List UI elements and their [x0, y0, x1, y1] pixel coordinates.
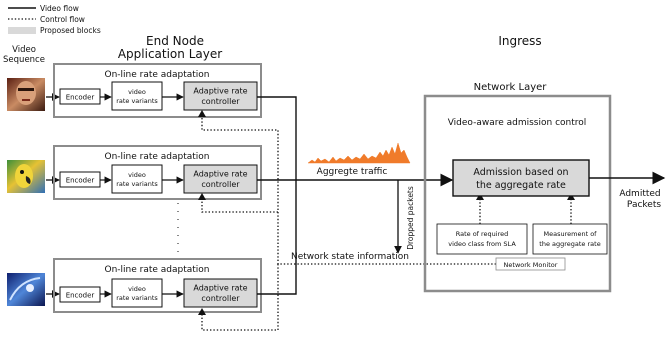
- variants-label-line2: rate variants: [116, 294, 158, 302]
- encoder-label: Encoder: [66, 292, 95, 300]
- network-monitor-box: [495, 257, 566, 271]
- admission-label-line2: the aggregate rate: [476, 180, 566, 191]
- variants-label-line2: rate variants: [116, 97, 158, 105]
- variants-label-line2: rate variants: [116, 180, 158, 188]
- variants-label-line1: video: [128, 285, 146, 293]
- adaptive-rate-controller-box: [183, 278, 258, 308]
- admitted-label-line1: Admitted: [619, 189, 660, 199]
- controller-label-line1: Adaptive rate: [193, 284, 247, 293]
- sla-label-line2: video class from SLA: [448, 240, 516, 248]
- control-arrowhead-3: [198, 308, 206, 315]
- application-layer-title: Application Layer: [118, 47, 222, 61]
- video-flow-lines: [257, 96, 297, 295]
- controller-label-line2: controller: [201, 294, 240, 303]
- control-arrowhead-2: [198, 193, 206, 200]
- network-layer-title: Network Layer: [474, 82, 548, 93]
- encoder-label: Encoder: [66, 94, 95, 102]
- controller-label-line2: controller: [201, 97, 240, 106]
- sla-rate-box: [436, 223, 528, 255]
- admission-control-title: Video-aware admission control: [448, 118, 587, 128]
- legend-video-flow-label: Video flow: [40, 4, 79, 13]
- encoder-label: Encoder: [66, 177, 95, 185]
- legend-control-flow-label: Control flow: [40, 15, 85, 24]
- controller-label-line1: Adaptive rate: [193, 87, 247, 96]
- parrot-thumbnail-icon: [7, 160, 45, 193]
- legend: Video flow Control flow Proposed blocks: [8, 4, 101, 35]
- video-sequence-label-line1: Video: [12, 45, 36, 55]
- control-flow-lines: [201, 113, 572, 331]
- measure-label-line2: the aggregate rate: [539, 240, 600, 248]
- video-sequence-label-line2: Sequence: [3, 55, 45, 65]
- network-state-label: Network state information: [291, 252, 409, 262]
- legend-proposed-swatch: [8, 27, 36, 34]
- variants-label-line1: video: [128, 171, 146, 179]
- adaptive-rate-controller-box: [183, 81, 258, 111]
- control-arrowhead-1: [198, 110, 206, 117]
- rate-adaptation-block-1: On-line rate adaptation Encoder video ra…: [53, 63, 262, 118]
- variants-label-line1: video: [128, 88, 146, 96]
- sla-label-line1: Rate of required: [456, 230, 509, 238]
- block-title: On-line rate adaptation: [104, 265, 209, 275]
- measure-label-line1: Measurement of: [544, 230, 598, 238]
- legend-proposed-label: Proposed blocks: [40, 26, 101, 35]
- rate-adaptation-block-2: On-line rate adaptation Encoder video ra…: [53, 145, 262, 200]
- network-layer-frame: [423, 94, 612, 293]
- aggregate-traffic-label: Aggregte traffic: [317, 167, 388, 177]
- ingress-title: Ingress: [498, 34, 541, 48]
- admitted-label-line2: Packets: [627, 200, 661, 210]
- admission-block: [452, 159, 590, 197]
- adaptive-rate-controller-box: [183, 164, 258, 194]
- controller-label-line1: Adaptive rate: [193, 170, 247, 179]
- traffic-waveform-icon: [307, 142, 411, 164]
- network-monitor-label: Network Monitor: [504, 261, 558, 269]
- variants-box: [111, 278, 163, 308]
- face-thumbnail-icon: [7, 78, 45, 111]
- motion-thumbnail-icon: [7, 273, 45, 306]
- measurement-box: [532, 223, 608, 255]
- admission-label-line1: Admission based on: [473, 167, 568, 178]
- rate-adaptation-block-3: On-line rate adaptation Encoder video ra…: [53, 258, 262, 313]
- block-title: On-line rate adaptation: [104, 70, 209, 80]
- dropped-packets-label: Dropped packets: [406, 186, 415, 250]
- controller-label-line2: controller: [201, 180, 240, 189]
- variants-box: [111, 81, 163, 111]
- block-title: On-line rate adaptation: [104, 152, 209, 162]
- end-node-title: End Node: [146, 34, 204, 48]
- variants-box: [111, 164, 163, 194]
